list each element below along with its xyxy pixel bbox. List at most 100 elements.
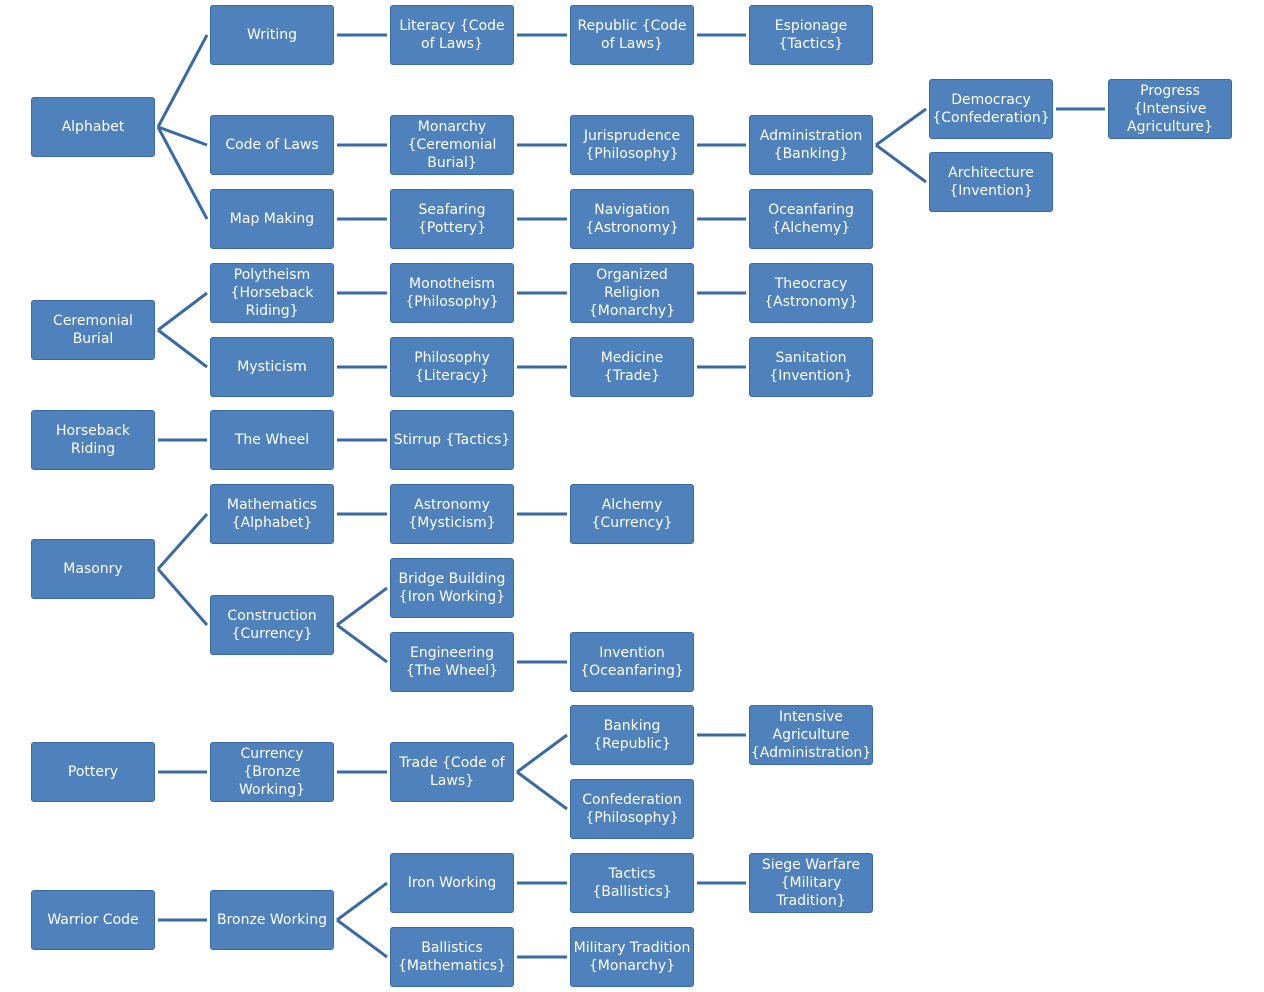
connector-administration-to-democracy xyxy=(875,107,927,147)
node-label: Mysticism xyxy=(237,359,307,375)
node-engineering: Engineering {The Wheel} xyxy=(390,632,514,692)
connector-administration-to-architecture xyxy=(875,143,927,184)
node-label: Alphabet xyxy=(61,119,125,135)
node-astronomy: Astronomy {Mysticism} xyxy=(390,484,514,544)
node-sanitation: Sanitation {Invention} xyxy=(749,337,873,397)
node-label: Republic {Code of Laws} xyxy=(577,18,687,52)
node-label: Jurisprudence {Philosophy} xyxy=(583,128,681,162)
node-label: Warrior Code xyxy=(47,912,139,928)
node-label: Organized Religion {Monarchy} xyxy=(588,267,676,319)
node-label: Intensive Agriculture {Administration} xyxy=(750,709,872,761)
node-bronze-working: Bronze Working xyxy=(210,890,334,950)
node-theocracy: Theocracy {Astronomy} xyxy=(749,263,873,323)
connector-alphabet-to-writing xyxy=(156,34,209,128)
node-label: Seafaring {Pottery} xyxy=(418,202,486,236)
node-monotheism: Monotheism {Philosophy} xyxy=(390,263,514,323)
node-label: Monotheism {Philosophy} xyxy=(405,276,499,310)
node-oceanfaring: Oceanfaring {Alchemy} xyxy=(749,189,873,249)
node-seafaring: Seafaring {Pottery} xyxy=(390,189,514,249)
node-label: Espionage {Tactics} xyxy=(774,18,848,52)
node-masonry: Masonry xyxy=(31,539,155,599)
node-label: Alchemy {Currency} xyxy=(591,497,673,531)
node-construction: Construction {Currency} xyxy=(210,595,334,655)
node-label: Philosophy {Literacy} xyxy=(414,350,490,384)
node-alchemy: Alchemy {Currency} xyxy=(570,484,694,544)
node-label: Engineering {The Wheel} xyxy=(405,645,499,679)
node-democracy: Democracy {Confederation} xyxy=(929,79,1053,139)
node-label: Mathematics {Alphabet} xyxy=(226,497,318,531)
node-confederation: Confederation {Philosophy} xyxy=(570,779,694,839)
connector-masonry-to-construction xyxy=(156,568,209,626)
connector-alphabet-to-map-making xyxy=(156,126,209,220)
node-label: Siege Warfare {Military Tradition} xyxy=(761,857,861,909)
node-label: Polytheism {Horseback Riding} xyxy=(230,267,314,319)
node-map-making: Map Making xyxy=(210,189,334,249)
node-the-wheel: The Wheel xyxy=(210,410,334,470)
node-label: Writing xyxy=(247,27,297,43)
node-organized-religion: Organized Religion {Monarchy} xyxy=(570,263,694,323)
node-mathematics: Mathematics {Alphabet} xyxy=(210,484,334,544)
node-label: Ballistics {Mathematics} xyxy=(397,940,507,974)
node-stirrup: Stirrup {Tactics} xyxy=(390,410,514,470)
node-bridge-building: Bridge Building {Iron Working} xyxy=(390,558,514,618)
connector-construction-to-engineering xyxy=(336,623,388,664)
node-label: Trade {Code of Laws} xyxy=(399,755,505,789)
node-warrior-code: Warrior Code xyxy=(31,890,155,950)
node-literacy: Literacy {Code of Laws} xyxy=(390,5,514,65)
node-label: The Wheel xyxy=(234,432,310,448)
node-label: Confederation {Philosophy} xyxy=(582,792,682,826)
node-military-tradition: Military Tradition {Monarchy} xyxy=(570,927,694,987)
node-siege-warfare: Siege Warfare {Military Tradition} xyxy=(749,853,873,913)
node-label: Medicine {Trade} xyxy=(600,350,664,384)
connector-alphabet-to-code-of-laws xyxy=(157,125,208,147)
node-label: Military Tradition {Monarchy} xyxy=(573,940,691,974)
node-ballistics: Ballistics {Mathematics} xyxy=(390,927,514,987)
node-label: Theocracy {Astronomy} xyxy=(764,276,858,310)
node-intensive-agriculture: Intensive Agriculture {Administration} xyxy=(749,705,873,765)
node-iron-working: Iron Working xyxy=(390,853,514,913)
node-label: Democracy {Confederation} xyxy=(932,92,1050,126)
connector-ceremonial-burial-to-mysticism xyxy=(157,328,208,369)
node-label: Literacy {Code of Laws} xyxy=(399,18,505,52)
node-progress: Progress {Intensive Agriculture} xyxy=(1108,79,1232,139)
connector-trade-to-confederation xyxy=(516,770,568,811)
node-writing: Writing xyxy=(210,5,334,65)
node-banking: Banking {Republic} xyxy=(570,705,694,765)
node-label: Horseback Riding xyxy=(55,423,131,457)
node-label: Map Making xyxy=(229,211,315,227)
node-polytheism: Polytheism {Horseback Riding} xyxy=(210,263,334,323)
node-label: Banking {Republic} xyxy=(593,718,671,752)
node-trade: Trade {Code of Laws} xyxy=(390,742,514,802)
node-pottery: Pottery xyxy=(31,742,155,802)
connector-masonry-to-mathematics xyxy=(156,513,209,570)
node-label: Ceremonial Burial xyxy=(53,313,133,347)
connector-bronze-working-to-iron-working xyxy=(336,881,388,922)
connector-trade-to-banking xyxy=(516,733,568,774)
node-administration: Administration {Banking} xyxy=(749,115,873,175)
node-alphabet: Alphabet xyxy=(31,97,155,157)
node-medicine: Medicine {Trade} xyxy=(570,337,694,397)
node-architecture: Architecture {Invention} xyxy=(929,152,1053,212)
node-jurisprudence: Jurisprudence {Philosophy} xyxy=(570,115,694,175)
node-code-of-laws: Code of Laws xyxy=(210,115,334,175)
node-label: Monarchy {Ceremonial Burial} xyxy=(407,119,497,171)
node-label: Bronze Working xyxy=(216,912,327,928)
node-republic: Republic {Code of Laws} xyxy=(570,5,694,65)
node-currency: Currency {Bronze Working} xyxy=(210,742,334,802)
node-horseback-riding: Horseback Riding xyxy=(31,410,155,470)
node-navigation: Navigation {Astronomy} xyxy=(570,189,694,249)
connector-ceremonial-burial-to-polytheism xyxy=(157,291,208,332)
node-label: Progress {Intensive Agriculture} xyxy=(1127,83,1213,135)
node-tactics: Tactics {Ballistics} xyxy=(570,853,694,913)
node-ceremonial-burial: Ceremonial Burial xyxy=(31,300,155,360)
node-label: Construction {Currency} xyxy=(227,608,317,642)
node-label: Iron Working xyxy=(407,875,497,891)
node-label: Tactics {Ballistics} xyxy=(592,866,672,900)
node-label: Astronomy {Mysticism} xyxy=(408,497,496,531)
node-label: Masonry xyxy=(63,561,123,577)
node-mysticism: Mysticism xyxy=(210,337,334,397)
node-label: Stirrup {Tactics} xyxy=(393,432,511,448)
node-label: Sanitation {Invention} xyxy=(769,350,853,384)
node-label: Bridge Building {Iron Working} xyxy=(398,571,506,605)
